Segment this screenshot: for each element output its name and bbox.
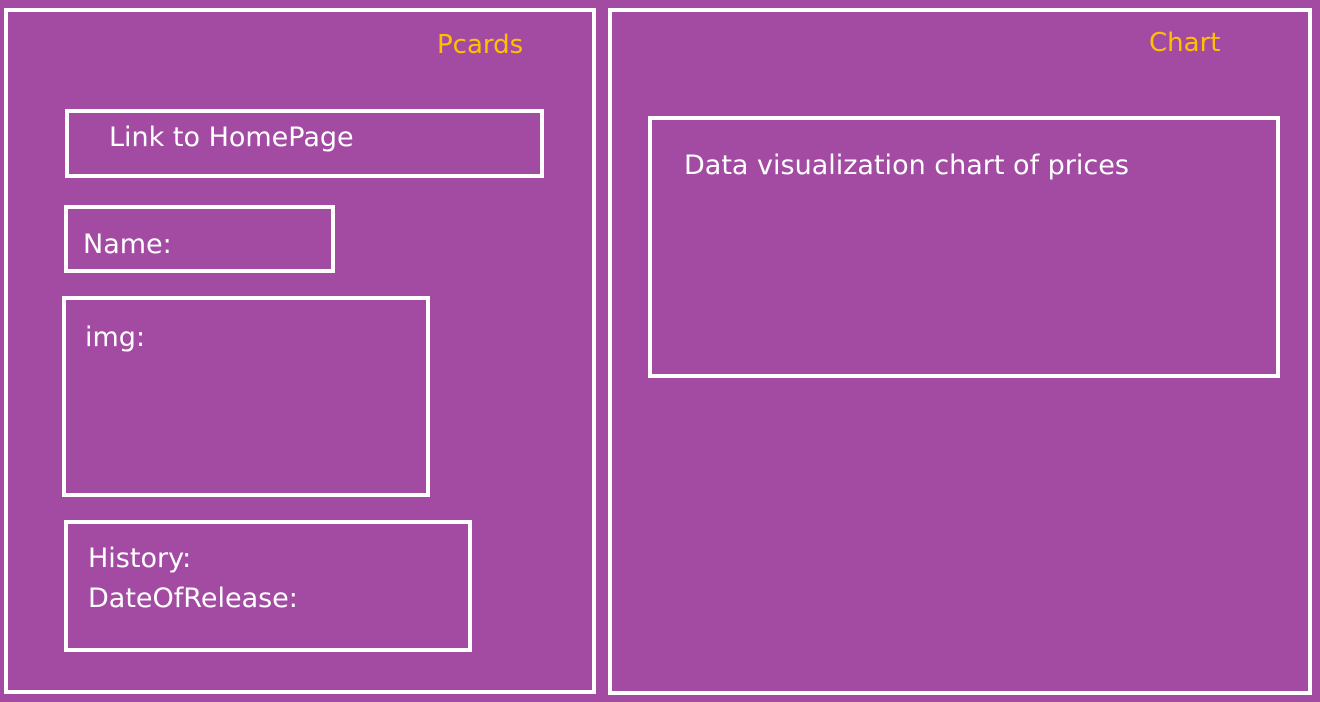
- homepage-link-box[interactable]: [65, 109, 544, 178]
- name-label: Name:: [83, 229, 172, 260]
- img-box: [62, 296, 430, 497]
- name-box: [64, 205, 335, 273]
- date-of-release-label: DateOfRelease:: [88, 583, 298, 614]
- chart-box: [648, 116, 1280, 378]
- history-label: History:: [88, 543, 192, 574]
- img-label: img:: [85, 322, 146, 353]
- chart-label: Data visualization chart of prices: [684, 150, 1129, 181]
- pcards-panel: [4, 8, 596, 694]
- chart-panel-title: Chart: [1149, 28, 1221, 58]
- chart-panel: [608, 8, 1312, 695]
- history-box: [64, 520, 472, 652]
- homepage-link[interactable]: Link to HomePage: [109, 122, 354, 153]
- pcards-title: Pcards: [437, 30, 524, 60]
